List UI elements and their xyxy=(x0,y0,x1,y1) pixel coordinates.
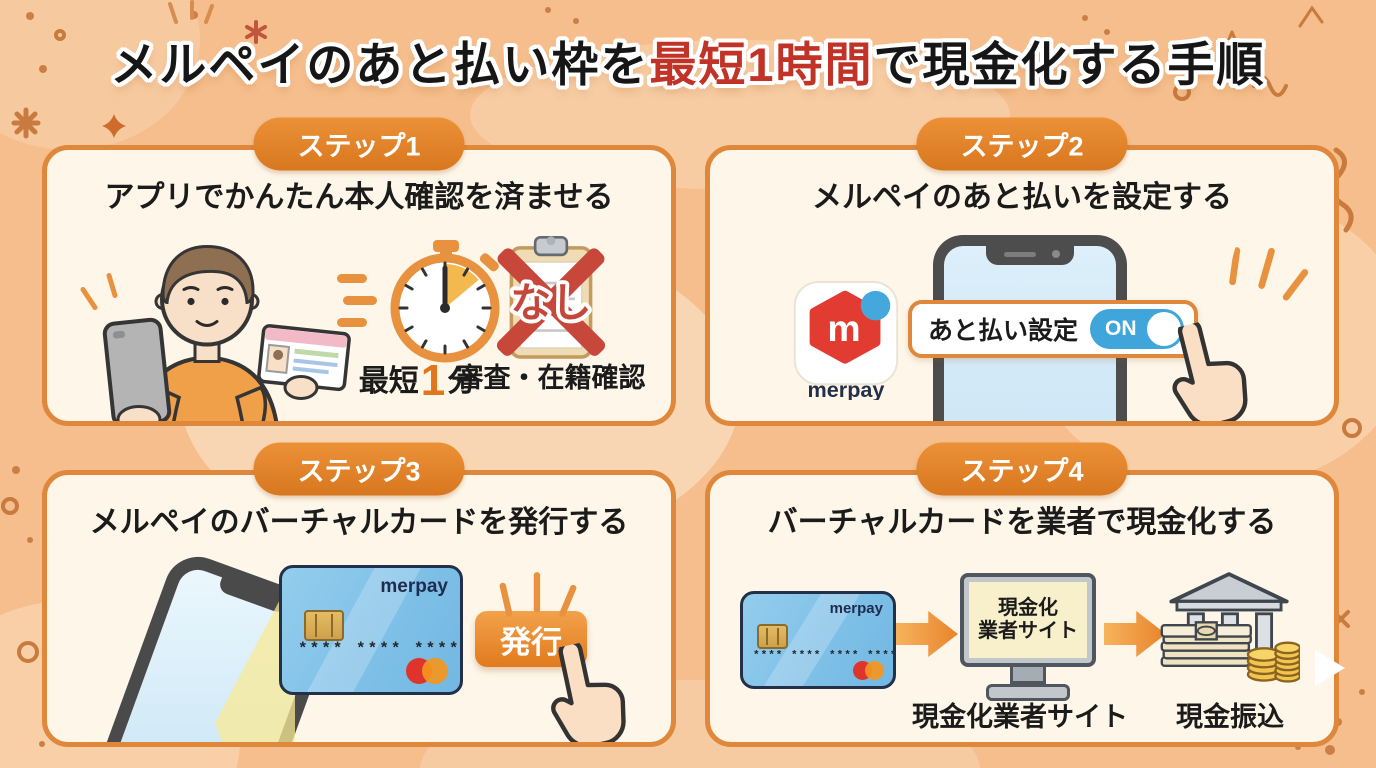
step4-panel: バーチャルカードを業者で現金化する merpay **** **** **** … xyxy=(705,442,1345,747)
cashout-site-label: 現金化業者サイト xyxy=(912,702,1128,732)
time-post: 分 xyxy=(447,365,478,398)
mastercard-icon xyxy=(853,661,884,680)
step2-panel: メルペイのあと払いを設定する m merpay あと払い設定 ON xyxy=(705,117,1339,426)
toggle-switch[interactable]: ON xyxy=(1090,309,1184,349)
defer-pay-setting-bar: あと払い設定 ON xyxy=(908,300,1198,358)
monitor-text-line2: 業者サイト xyxy=(978,620,1078,642)
card-number: **** **** **** **** xyxy=(298,640,461,658)
monitor-neck xyxy=(1010,667,1046,684)
phone-notch xyxy=(986,245,1074,265)
card-chip-icon xyxy=(757,624,788,649)
step3-badge: ステップ3 xyxy=(253,442,465,496)
screening-label: 審査・在籍確認 xyxy=(456,363,646,393)
cash-transfer-label: 現金振込 xyxy=(1176,702,1284,732)
title-highlight: 最短1時間 xyxy=(649,38,874,91)
step4-badge: ステップ4 xyxy=(916,442,1128,496)
cashout-site-monitor-icon: 現金化 業者サイト xyxy=(960,573,1096,701)
step4-heading: バーチャルカードを業者で現金化する xyxy=(767,506,1277,539)
issue-sparkle-icon xyxy=(499,572,577,617)
hand-cursor-icon xyxy=(1172,319,1248,421)
page-title: メルペイのあと払い枠を最短1時間で現金化する手順 xyxy=(0,26,1376,95)
step3-panel-body: メルペイのバーチャルカードを発行する merpay **** **** ****… xyxy=(42,470,676,747)
arrow-right-icon xyxy=(1104,611,1166,657)
step1-heading: アプリでかんたん本人確認を済ませる xyxy=(104,181,614,214)
time-label: 最短1分 xyxy=(323,356,513,406)
stamp-nashi: なし xyxy=(511,279,592,325)
step2-badge: ステップ2 xyxy=(916,117,1128,171)
step2-heading: メルペイのあと払いを設定する xyxy=(812,181,1232,214)
monitor-text-line1: 現金化 xyxy=(998,597,1058,619)
title-pre: メルペイのあと払い枠を xyxy=(110,38,650,91)
setting-label: あと払い設定 xyxy=(928,317,1079,345)
mastercard-icon xyxy=(406,658,448,684)
tap-sparkle-icon xyxy=(1229,247,1309,301)
monitor-base xyxy=(986,684,1070,701)
card-brand-label: merpay xyxy=(380,576,448,597)
time-number: 1 xyxy=(420,356,446,405)
toggle-state-label: ON xyxy=(1105,317,1137,340)
time-pre: 最短 xyxy=(358,365,419,398)
step3-heading: メルペイのバーチャルカードを発行する xyxy=(89,506,629,539)
monitor-screen: 現金化 業者サイト xyxy=(969,582,1087,658)
person-identity-illustration xyxy=(80,244,351,421)
step1-panel: アプリでかんたん本人確認を済ませる xyxy=(42,117,676,426)
bank-cash-icon xyxy=(1160,572,1300,683)
stopwatch-icon xyxy=(337,240,500,363)
no-screening-clipboard-icon: なし xyxy=(496,235,606,359)
arrow-right-icon xyxy=(896,611,958,657)
hand-cursor-icon xyxy=(551,639,626,742)
step1-panel-body: アプリでかんたん本人確認を済ませる xyxy=(42,145,676,426)
card-brand-label: merpay xyxy=(829,600,883,617)
card-chip-icon xyxy=(304,610,344,641)
merpay-app-icon: m merpay xyxy=(793,280,899,400)
step1-badge: ステップ1 xyxy=(253,117,465,171)
title-post: で現金化する手順 xyxy=(873,38,1266,91)
step4-panel-body: バーチャルカードを業者で現金化する merpay **** **** **** … xyxy=(705,470,1339,747)
svg-text:m: m xyxy=(827,307,860,349)
monitor-frame: 現金化 業者サイト xyxy=(960,573,1096,667)
step2-panel-body: メルペイのあと払いを設定する m merpay あと払い設定 ON xyxy=(705,145,1339,426)
virtual-card-small: merpay **** **** **** **** xyxy=(740,591,896,689)
app-icon-caption: merpay xyxy=(808,377,885,400)
virtual-card: merpay **** **** **** **** xyxy=(279,565,463,695)
step3-panel: メルペイのバーチャルカードを発行する merpay **** **** ****… xyxy=(42,442,676,747)
card-number: **** **** **** **** xyxy=(753,650,896,662)
toggle-knob xyxy=(1147,312,1181,346)
